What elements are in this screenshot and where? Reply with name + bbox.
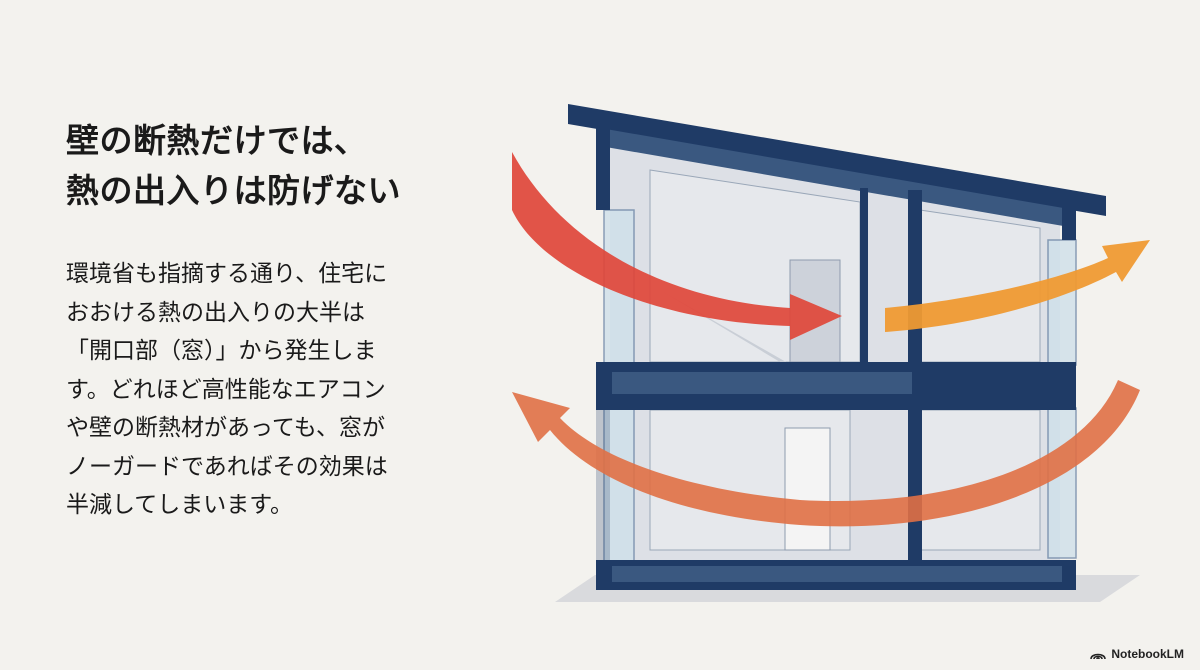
body-line-6: ノーガードであればその効果は [66,453,388,480]
roof [568,104,1106,216]
arrow-heat-lower [512,380,1140,527]
slide-title-line-2: 熱の出入りは防げない [66,171,401,210]
floor-insulation [612,372,912,394]
window-right-lower [1047,407,1077,559]
slide-title: 壁の断熱だけでは、 熱の出入りは防げない [66,116,486,216]
arrow-heat-in-upper [512,152,842,340]
slide-title-line-1: 壁の断熱だけでは、 [66,121,368,160]
notebooklm-logo-icon [1090,653,1107,659]
wall-left-upper [596,120,610,210]
body-line-4: す。どれほど高性能なエアコン [66,376,386,403]
window-right-upper [1047,239,1077,366]
roof-insulation [600,128,1075,228]
notebooklm-brand: NotebookLM [1090,647,1184,661]
body-line-7: 半減してしまいます。 [66,492,294,518]
body-line-3: 「開口部（窓）」から発生しま [66,338,377,364]
arrow-heat-out-upper [885,240,1150,332]
house-heat-flow-illustration [512,104,1150,602]
interior-door-lower [784,427,831,551]
body-line-2: おおける熱の出入りの大半は [66,299,365,326]
body-line-1: 環境省も指摘する通り、住宅に [66,261,388,287]
body-line-5: や壁の断熱材があっても、窓が [66,415,386,441]
foundation-insulation [612,566,1062,582]
brand-name: NotebookLM [1111,647,1184,661]
slide-body-text: 環境省も指摘する通り、住宅に おおける熱の出入りの大半は 「開口部（窓）」から発… [66,255,456,525]
inner-partition [860,188,868,366]
wall-right-upper [1062,198,1076,240]
